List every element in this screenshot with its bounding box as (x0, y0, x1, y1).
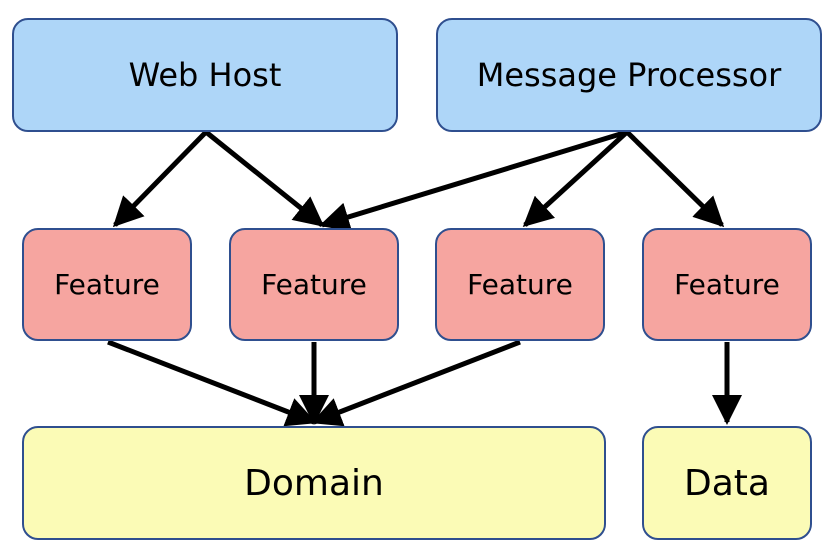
domain-label: Domain (244, 462, 384, 504)
feature-node-4: Feature (642, 228, 812, 341)
message-processor-node: Message Processor (436, 18, 822, 132)
arrow-web-host-to-feature-2 (204, 130, 325, 227)
data-node: Data (642, 426, 812, 540)
arrow-message-processor-to-feature-3 (522, 130, 629, 228)
web-host-label: Web Host (128, 56, 282, 94)
data-label: Data (684, 462, 770, 504)
message-processor-label: Message Processor (476, 56, 782, 94)
arrow-message-processor-to-feature-2 (319, 129, 628, 232)
domain-node: Domain (22, 426, 606, 540)
feature-node-1: Feature (22, 228, 192, 341)
web-host-node: Web Host (12, 18, 398, 132)
feature-node-3: Feature (435, 228, 605, 341)
feature-label: Feature (674, 268, 780, 301)
feature-label: Feature (261, 268, 367, 301)
feature-label: Feature (54, 268, 160, 301)
arrow-web-host-to-feature-1 (112, 130, 208, 228)
arrow-feature-1-to-domain (107, 339, 317, 427)
feature-node-2: Feature (229, 228, 399, 341)
arrow-feature-3-to-domain (311, 339, 521, 427)
arrow-message-processor-to-feature-4 (625, 130, 725, 228)
feature-label: Feature (467, 268, 573, 301)
